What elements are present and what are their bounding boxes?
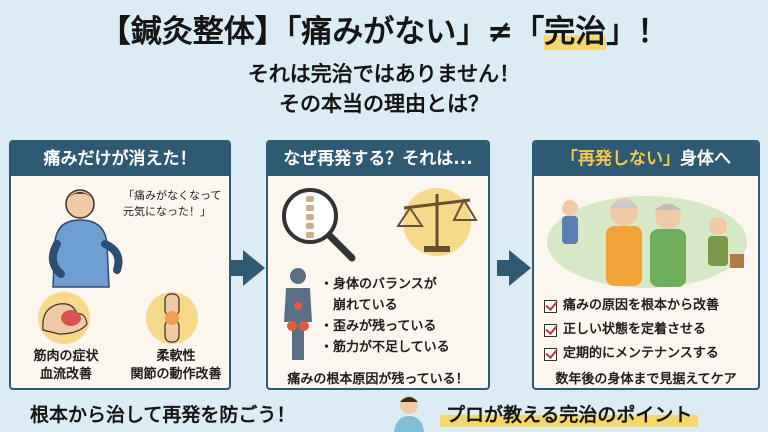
checkbox-checked-icon	[544, 347, 557, 361]
panel2-footer: 痛みの根本原因が残っている！	[287, 372, 469, 387]
title-highlight: 完治	[544, 14, 607, 50]
panel3-heading-highlight: 「再発しない」	[561, 149, 680, 169]
page-title: 【鍼灸整体】「痛みがない」≠「完治」！	[0, 6, 768, 51]
list-item: 筋力が不足している	[320, 337, 450, 358]
speech-line2: 元気になった！」	[123, 205, 211, 218]
check-label: 痛みの原因を根本から改善	[563, 298, 720, 313]
practitioner-icon	[394, 396, 424, 432]
check-label: 定期的にメンテナンスする	[563, 346, 719, 361]
panel3-heading: 「再発しない」身体へ	[534, 142, 758, 176]
man-holding-back-illustration	[48, 189, 123, 288]
arrow-right-icon	[497, 250, 531, 286]
check-label: 正しい状態を定着させる	[563, 322, 707, 337]
list-item: 痛みの原因を根本から改善	[544, 294, 719, 318]
balance-scale-icon	[396, 188, 478, 256]
speech-bubble: 「痛みがなくなって 元気になった！」	[123, 188, 221, 220]
panel2-heading: なぜ再発する？それは...	[268, 142, 488, 176]
arrow-right-icon	[231, 250, 265, 286]
panel1-heading: 痛みだけが消えた！	[11, 142, 229, 176]
footer-message: 根本から治して再発を防ごう！	[30, 404, 296, 426]
list-item: 崩れている	[333, 298, 398, 313]
panel-why-relapse: なぜ再発する？それは... 身体のバランスが 崩れている 歪みが残っている 筋力…	[266, 140, 490, 390]
label-flex-line1: 柔軟性	[156, 349, 196, 364]
panel3-footer: 数年後の身体まで見据えてケア	[555, 372, 737, 387]
list-item: 定期的にメンテナンスする	[544, 342, 719, 366]
checkbox-checked-icon	[544, 323, 557, 337]
panel-pain-gone: 痛みだけが消えた！ 「痛みがなくなって 元気になった！」 筋肉の症状 血流改善 …	[9, 140, 231, 390]
magnifier-spine-icon	[282, 188, 356, 262]
healthy-seniors-illustration	[547, 196, 747, 288]
knee-joint-icon	[146, 292, 198, 344]
speech-line1: 「痛みがなくなって	[123, 189, 222, 202]
panel3-heading-rest: 身体へ	[680, 149, 731, 169]
care-checklist: 痛みの原因を根本から改善 正しい状態を定着させる 定期的にメンテナンスする	[544, 294, 719, 366]
list-item: 正しい状態を定着させる	[544, 318, 719, 342]
title-suffix: 」！	[606, 14, 669, 50]
subtitle-line2: その本当の理由とは？	[279, 92, 489, 116]
label-muscle: 筋肉の症状 血流改善	[21, 348, 111, 384]
relapse-reasons-list: 身体のバランスが 崩れている 歪みが残っている 筋力が不足している	[320, 274, 450, 358]
list-item: 身体のバランスが	[320, 274, 450, 295]
footer-pro-point: プロが教える完治のポイント	[440, 400, 699, 427]
title-prefix: 【鍼灸整体】「痛みがない」≠「	[99, 14, 545, 50]
label-muscle-line2: 血流改善	[39, 367, 92, 382]
label-flexibility: 柔軟性 関節の動作改善	[121, 348, 229, 384]
subtitle-line1: それは完治ではありません！	[247, 62, 521, 86]
label-flex-line2: 関節の動作改善	[130, 367, 222, 382]
checkbox-checked-icon	[544, 299, 557, 313]
panel-no-relapse: 「再発しない」身体へ 痛みの原因を根本から改善 正しい状態を定着させる 定期的に…	[532, 140, 760, 390]
list-item: 歪みが残っている	[320, 316, 450, 337]
body-silhouette-icon	[284, 268, 312, 360]
muscle-arm-icon	[38, 292, 90, 344]
label-muscle-line1: 筋肉の症状	[33, 349, 99, 364]
